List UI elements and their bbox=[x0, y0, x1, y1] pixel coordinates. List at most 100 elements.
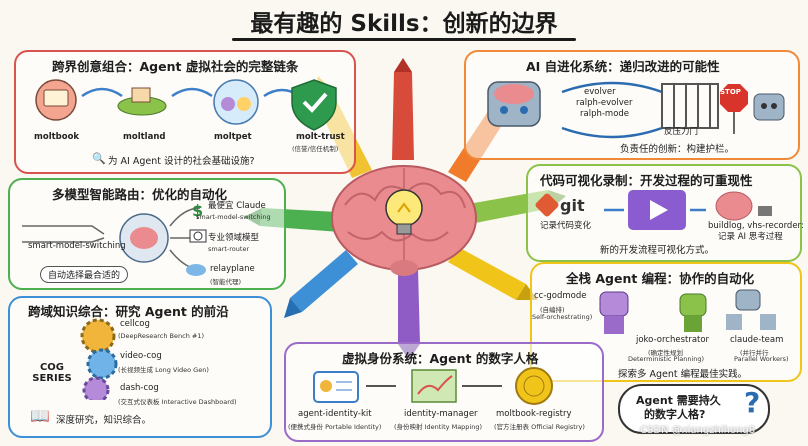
magnifier-icon bbox=[189, 229, 207, 243]
question-line2: 的数字人格? bbox=[644, 408, 706, 421]
title-underline bbox=[232, 38, 576, 41]
panel-title: 虚拟身份系统：Agent 的数字人格 bbox=[342, 351, 539, 366]
item-cc-godmode-sub1: (自编排) bbox=[540, 306, 565, 314]
identity-diagram bbox=[313, 367, 553, 405]
panel-code-recording bbox=[526, 164, 802, 262]
stop-label: STOP bbox=[720, 88, 741, 96]
island-icon bbox=[117, 87, 167, 116]
shield-check-icon bbox=[291, 79, 337, 131]
routing-left-label: smart-model-switching bbox=[28, 241, 126, 251]
panel-note: 新的开发流程可视化方式。 bbox=[600, 245, 715, 256]
item-joko: joko-orchestrator bbox=[636, 335, 710, 345]
item-cellcog: cellcog bbox=[120, 319, 150, 329]
evolution-diagram bbox=[487, 81, 785, 139]
globe-icon bbox=[35, 79, 77, 121]
research-gears bbox=[80, 318, 118, 400]
panel-research bbox=[8, 296, 272, 438]
item-agent-identity-kit: agent-identity-kit bbox=[298, 409, 372, 419]
panel-title: 跨域知识综合：研究 Agent 的前沿 bbox=[28, 304, 229, 319]
robot-icon bbox=[753, 93, 785, 121]
stop-sign-icon bbox=[720, 84, 748, 134]
loop-ralph-mode: ralph-mode bbox=[580, 109, 630, 119]
gear-icon bbox=[82, 376, 110, 400]
item-cellcog-sub: (DeepResearch Bench #1) bbox=[118, 332, 205, 340]
cloud-icon bbox=[186, 264, 206, 276]
item-cc-godmode-sub2: Self-orchestrating) bbox=[532, 313, 593, 321]
item-identity-manager-sub: (身份映射 Identity Mapping) bbox=[394, 423, 483, 431]
question-line1: Agent 需要持久 bbox=[636, 394, 721, 407]
panel-note: 深度研究，知识综合。 bbox=[56, 415, 152, 426]
brain-circuit-icon bbox=[715, 191, 772, 221]
robot-icon bbox=[726, 289, 776, 330]
item-claude-team-sub2: Parallel Workers) bbox=[734, 355, 789, 363]
fullstack-robots bbox=[599, 289, 776, 334]
robot-head-icon bbox=[487, 81, 541, 127]
loop-evolver: evolver bbox=[584, 87, 616, 97]
book-icon: 📖 bbox=[30, 406, 50, 425]
routing-diagram: $ bbox=[22, 201, 207, 276]
cog-series-line1: COG bbox=[39, 362, 65, 373]
robot-icon bbox=[679, 293, 707, 332]
option-relayplane: relayplane bbox=[210, 264, 255, 274]
lightbulb-icon bbox=[385, 189, 423, 235]
id-card-icon bbox=[313, 371, 359, 403]
panel-note: 探索多 Agent 编程最佳实践。 bbox=[618, 369, 748, 380]
gear-icon bbox=[80, 318, 116, 354]
gate-icon bbox=[661, 83, 719, 129]
option-cheapest: 最便宜 Claude bbox=[208, 201, 266, 211]
panel-note: 负责任的创新：构建护栏。 bbox=[620, 144, 735, 155]
item-joko-sub1: (确定性规划 bbox=[648, 349, 684, 357]
option-cheapest-sub: smart-model-switching bbox=[196, 213, 271, 221]
git-icon bbox=[535, 193, 559, 217]
question-mark-icon: ? bbox=[744, 386, 761, 419]
panel-title: 多模型智能路由：优化的自动化 bbox=[52, 187, 228, 202]
seal-icon bbox=[515, 367, 553, 405]
git-sub: 记录代码变化 bbox=[540, 221, 592, 231]
panel-title: AI 自进化系统：递归改进的可能性 bbox=[526, 59, 720, 74]
crayon-icon bbox=[448, 248, 538, 300]
item-dash-cog-sub: (交互式仪表板 Interactive Dashboard) bbox=[118, 398, 237, 406]
item-dash-cog: dash-cog bbox=[120, 383, 159, 393]
item-claude-team: claude-team bbox=[730, 335, 784, 345]
play-screen-icon bbox=[628, 190, 686, 230]
item-moltbook-registry-sub: (官方注册表 Official Registry) bbox=[494, 423, 585, 431]
svg-text:$: $ bbox=[192, 201, 203, 220]
routing-note: 自动选择最合适的 bbox=[40, 266, 129, 283]
gear-icon bbox=[86, 348, 118, 380]
brain-circuit-icon bbox=[119, 213, 169, 263]
question-bubble bbox=[618, 384, 770, 434]
item-agent-identity-kit-sub: (便携式身份 Portable Identity) bbox=[288, 423, 382, 431]
recorder-label: buildlog, vhs-recorder: bbox=[708, 221, 804, 231]
item-video-cog-sub: (长视频生成 Long Video Gen) bbox=[118, 366, 209, 374]
item-cc-godmode: cc-godmode bbox=[534, 291, 587, 301]
magnifier-icon: 🔍 bbox=[92, 152, 106, 165]
recording-diagram bbox=[535, 190, 772, 230]
item-joko-sub2: Deterministic Planning) bbox=[628, 355, 705, 363]
git-label: git bbox=[560, 196, 585, 215]
recorder-sub: 记录 AI 思考过程 bbox=[718, 232, 783, 242]
panel-title: 跨界创意组合：Agent 虚拟社会的完整链条 bbox=[52, 59, 299, 74]
crayon-icon bbox=[284, 250, 358, 318]
society-chain bbox=[35, 79, 337, 131]
loop-ralph-evolver: ralph-evolver bbox=[576, 98, 633, 108]
panel-title: 全栈 Agent 编程：协作的自动化 bbox=[566, 271, 755, 286]
item-identity-manager: identity-manager bbox=[404, 409, 478, 419]
cog-series-label: COG SERIES bbox=[32, 362, 72, 384]
item-moltbook: moltbook bbox=[34, 132, 80, 142]
cog-series-line2: SERIES bbox=[32, 373, 72, 384]
pet-bubble-icon bbox=[213, 79, 259, 125]
item-moltland: moltland bbox=[123, 132, 166, 142]
watermark: CSDN @xiangzhihong8 bbox=[640, 425, 756, 436]
option-domain-sub: smart-router bbox=[208, 245, 250, 253]
item-claude-team-sub1: (并行并行 bbox=[740, 349, 769, 357]
dollar-icon: $ bbox=[192, 201, 203, 220]
crayon-icon bbox=[392, 58, 414, 160]
item-molt-trust: molt-trust bbox=[296, 132, 345, 142]
item-moltpet: moltpet bbox=[214, 132, 252, 142]
page-title: 最有趣的 Skills：创新的边界 bbox=[250, 11, 558, 37]
panel-note: 为 AI Agent 设计的社会基础设施? bbox=[108, 156, 255, 167]
item-molt-trust-sub: (信誉/信任机制) bbox=[292, 145, 339, 153]
item-video-cog: video-cog bbox=[120, 351, 162, 361]
gate-label: 反压力门 bbox=[664, 127, 699, 137]
option-domain: 专业领域模型 bbox=[208, 233, 260, 243]
